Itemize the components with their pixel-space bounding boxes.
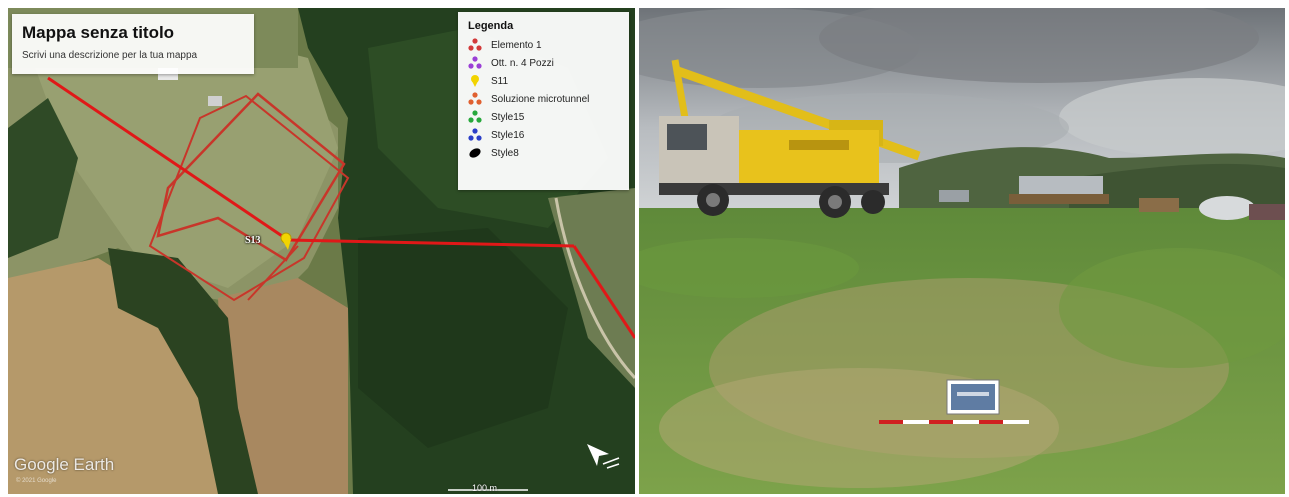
legend-item-label: Ott. n. 4 Pozzi: [491, 57, 554, 69]
legend-item: Style15: [468, 108, 619, 126]
cluster-marker-icon: [468, 128, 482, 141]
site-sign: [946, 379, 1000, 415]
legend-item-label: Style16: [491, 129, 525, 141]
map-title: Mappa senza titolo: [22, 23, 175, 42]
satellite-map[interactable]: Mappa senza titolo Scrivi una descrizion…: [8, 8, 635, 494]
legend-item-label: S11: [491, 75, 509, 87]
legend-title: Legenda: [468, 20, 514, 32]
site-photo: [639, 8, 1285, 494]
cluster-marker-icon: [468, 92, 482, 105]
compass-arrow-icon[interactable]: [583, 440, 623, 472]
map-description: Scrivi una descrizione per la tua mappa: [22, 50, 198, 61]
cluster-marker-icon: [468, 56, 482, 69]
field-photo-drilling-site: [639, 8, 1285, 494]
ellipse-icon: [469, 148, 481, 158]
measuring-rod: [879, 420, 1029, 424]
copyright-text: © 2021 Google: [16, 478, 57, 484]
drilling-truck: [659, 59, 921, 218]
legend-item: Elemento 1: [468, 36, 619, 54]
pin-icon: [471, 75, 479, 87]
legend-item: Style16: [468, 126, 619, 144]
legend-item-label: Style8: [491, 147, 519, 159]
legend-item: Ott. n. 4 Pozzi: [468, 54, 619, 72]
map-title-box[interactable]: Mappa senza titolo Scrivi una descrizion…: [12, 14, 254, 74]
legend-item: Soluzione microtunnel: [468, 90, 619, 108]
cluster-marker-icon: [468, 38, 482, 51]
legend-item: Style8: [468, 144, 619, 162]
storage-container: [1019, 176, 1103, 194]
legend-item-label: Soluzione microtunnel: [491, 93, 590, 105]
cluster-marker-icon: [468, 110, 482, 123]
s13-pin-icon[interactable]: [280, 232, 292, 250]
legend-item: S11: [468, 72, 619, 90]
google-earth-logo: Google Earth: [14, 455, 115, 474]
legend-item-label: Elemento 1: [491, 39, 542, 51]
marker-label-s13: S13: [245, 235, 261, 246]
legend-item-label: Style15: [491, 111, 525, 123]
scale-bar-label: 100 m: [472, 483, 498, 493]
